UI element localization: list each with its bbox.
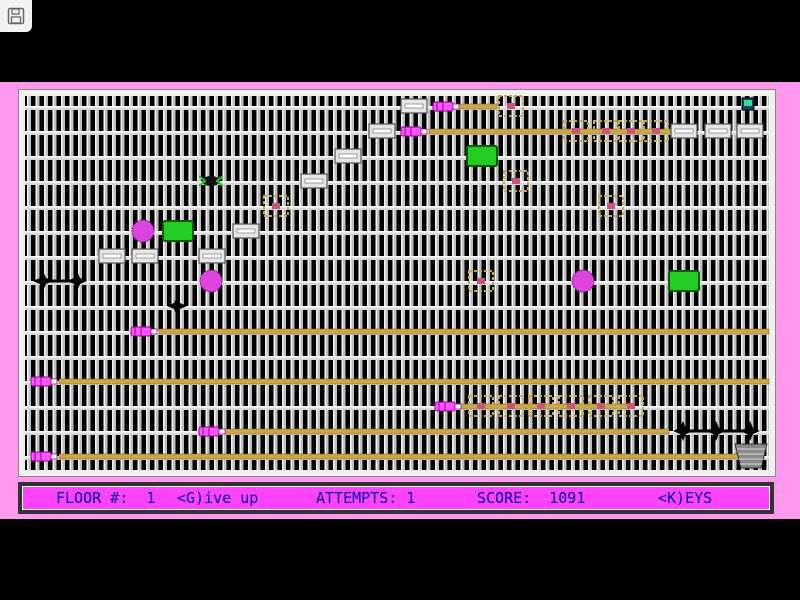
green-block: [466, 145, 498, 167]
metal-platform: [198, 248, 226, 264]
metal-platform: [232, 223, 260, 239]
pink-creature: [434, 401, 462, 412]
rope: [158, 328, 770, 335]
floor-indicator: FLOOR #: 1: [56, 489, 156, 507]
game-frame: FLOOR #: 1 <G)ive up ATTEMPTS: 1 SCORE: …: [0, 82, 800, 519]
rope-crate: [588, 395, 614, 417]
green-block: [668, 270, 700, 292]
monitor-item: [741, 97, 755, 111]
pink-creature: [198, 426, 226, 437]
pink-creature: [432, 101, 460, 112]
status-bar: FLOOR #: 1 <G)ive up ATTEMPTS: 1 SCORE: …: [18, 482, 774, 514]
pink-creature: [30, 376, 58, 387]
rope-crate: [598, 195, 624, 217]
pink-creature: [30, 451, 58, 462]
floppy-disk-icon: [7, 7, 25, 25]
purple-ball: [571, 269, 595, 293]
metal-platform: [704, 123, 732, 139]
metal-platform: [368, 123, 396, 139]
metal-platform: [300, 173, 328, 189]
game-objects-layer: [30, 95, 770, 469]
exit-hopper: [734, 443, 768, 469]
status-panel: FLOOR #: 1 <G)ive up ATTEMPTS: 1 SCORE: …: [22, 486, 770, 510]
rope-crate: [618, 120, 644, 142]
rope-crate: [498, 95, 524, 117]
pink-creature: [400, 126, 428, 137]
rope: [428, 128, 580, 135]
rope-crate: [263, 195, 289, 217]
metal-platform: [670, 123, 698, 139]
attempts-counter: ATTEMPTS: 1: [316, 489, 416, 507]
green-block: [162, 220, 194, 242]
keys-command[interactable]: <K)EYS: [658, 489, 713, 507]
score-counter: SCORE: 1091: [477, 489, 586, 507]
rope-crate: [593, 120, 619, 142]
rope-crate: [468, 270, 494, 292]
rope: [58, 453, 740, 460]
rope-crate: [558, 395, 584, 417]
rope-crate: [503, 170, 529, 192]
rope-crate: [618, 395, 644, 417]
rope-crate: [643, 120, 669, 142]
rope: [223, 428, 670, 435]
game-playfield[interactable]: [18, 89, 776, 477]
rope-crate: [498, 395, 524, 417]
player-character: [198, 175, 224, 187]
save-button[interactable]: [0, 0, 32, 32]
give-up-command[interactable]: <G)ive up: [177, 489, 259, 507]
spike-mine: [167, 296, 187, 316]
purple-ball: [131, 219, 155, 243]
metal-platform: [400, 98, 428, 114]
purple-ball: [199, 269, 223, 293]
girder-lattice-background: [25, 96, 769, 470]
rope-crate: [563, 120, 589, 142]
metal-platform: [736, 123, 764, 139]
metal-platform: [98, 248, 126, 264]
rope: [458, 103, 498, 110]
metal-platform: [334, 148, 362, 164]
rope-crate: [528, 395, 554, 417]
rope: [58, 378, 770, 385]
metal-platform: [131, 248, 159, 264]
rope-crate: [468, 395, 494, 417]
pink-creature: [130, 326, 158, 337]
